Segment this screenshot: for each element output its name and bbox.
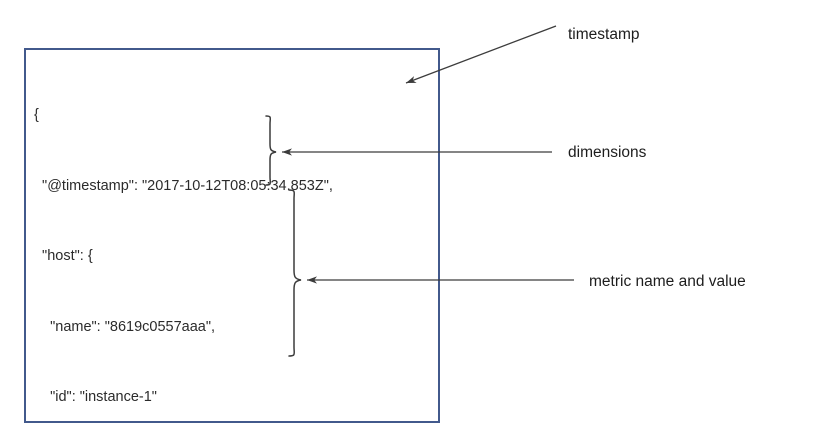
code-line: { (34, 107, 39, 123)
annotation-label-metric: metric name and value (589, 273, 746, 290)
annotation-label-dimensions: dimensions (568, 144, 647, 161)
code-line-timestamp: "@timestamp": "2017-10-12T08:05:34.853Z"… (34, 177, 333, 194)
json-code-block: { "@timestamp": "2017-10-12T08:05:34.853… (34, 57, 434, 437)
code-line-host-open: "host": { (34, 248, 93, 264)
code-line-host-name: "name": "8619c0557aaa", (34, 318, 216, 335)
annotation-label-timestamp: timestamp (568, 26, 640, 43)
code-line-host-id: "id": "instance-1" (34, 389, 157, 405)
json-document-box (24, 48, 440, 423)
